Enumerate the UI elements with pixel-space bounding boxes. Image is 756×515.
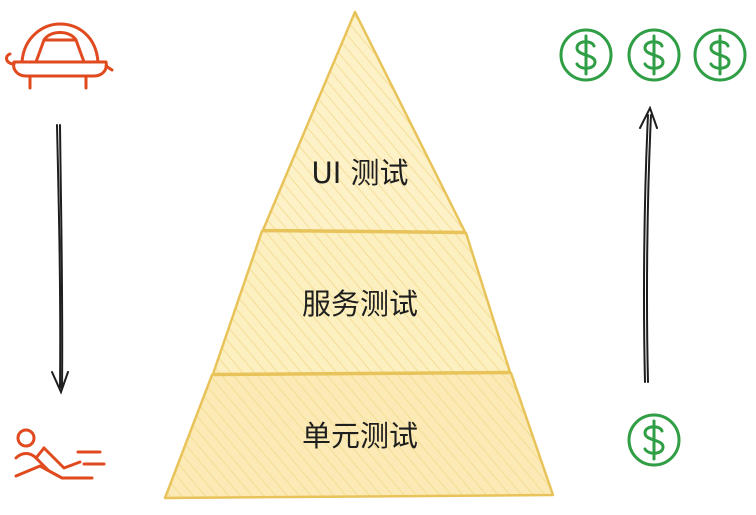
pyramid: UI 测试 服务测试 单元测试 — [163, 10, 555, 500]
dollar-coin-icon — [559, 28, 613, 82]
turtle-icon — [5, 22, 114, 90]
coin-outline — [627, 28, 681, 82]
dollar-coin-icon — [627, 413, 681, 467]
dollar-sign — [575, 34, 597, 76]
tier-label-service: 服务测试 — [302, 287, 418, 321]
dollar-sign — [709, 34, 731, 76]
dollar-coin-icon — [627, 28, 681, 82]
tier-label-ui: UI 测试 — [312, 156, 409, 190]
left-axis — [5, 22, 114, 480]
pyramid-tier-unit: 单元测试 — [163, 371, 555, 500]
dollar-sign — [643, 34, 665, 76]
dollar-sign — [643, 419, 665, 461]
running-person-icon — [14, 428, 106, 480]
pyramid-tier-ui: UI 测试 — [261, 10, 467, 234]
right-axis — [559, 28, 747, 467]
pyramid-tier-service: 服务测试 — [211, 229, 512, 376]
speed-arrow-down — [51, 124, 69, 395]
coin-outline — [627, 413, 681, 467]
coin-outline — [693, 28, 747, 82]
tier-label-unit: 单元测试 — [302, 419, 418, 453]
cost-arrow-up — [639, 105, 658, 383]
coin-outline — [559, 28, 613, 82]
dollar-coin-icon — [693, 28, 747, 82]
